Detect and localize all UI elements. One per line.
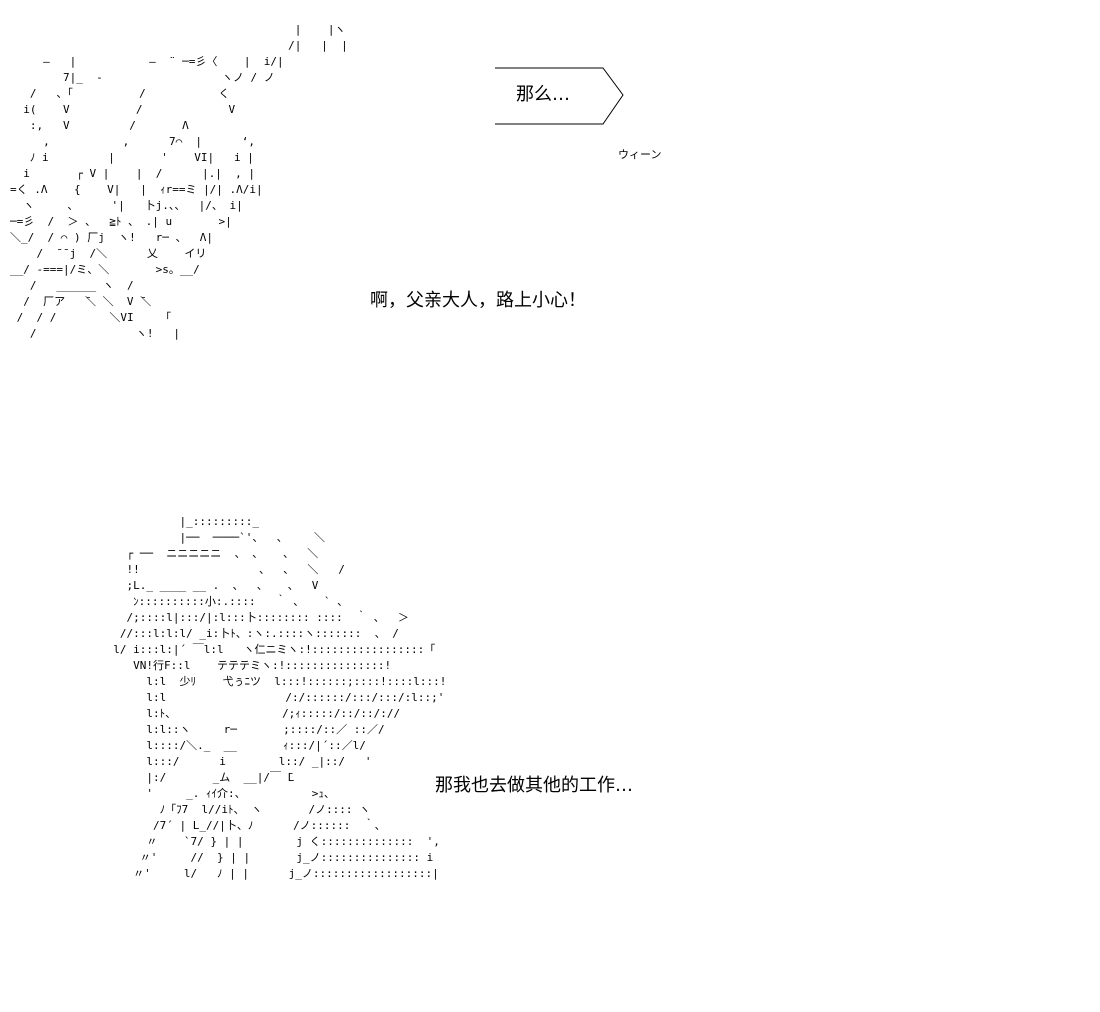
sound-effect-text: ウィーン bbox=[618, 148, 662, 161]
speech-bubble: 那么… bbox=[490, 62, 640, 130]
speech-bubble-outline bbox=[495, 67, 624, 125]
speech-bubble-text: 那么… bbox=[516, 84, 570, 105]
dialogue-line-1: 啊，父亲大人，路上小心！ bbox=[370, 290, 586, 311]
ascii-art-panel-1: | |ヽ /| | | ― | ― ¨ ─=彡〈 | i/| 7|_ - ヽノ … bbox=[10, 23, 348, 340]
ascii-art-panel-2: |_:::::::::_ |── ────`'、 、 ＼ ┌ ── ニニニニニ … bbox=[113, 515, 447, 880]
dialogue-line-2: 那我也去做其他的工作… bbox=[435, 775, 633, 796]
